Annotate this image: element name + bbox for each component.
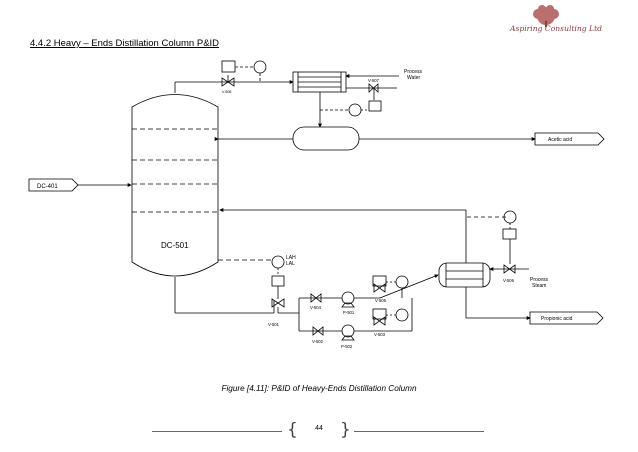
- footer-rule-right: [354, 431, 484, 432]
- lah-label: LAH: [286, 255, 296, 261]
- instrument-p502: [395, 308, 409, 322]
- section-heading: 4.4.2 Heavy – Ends Distillation Column P…: [30, 38, 220, 49]
- process-water-label-1: Process: [404, 69, 423, 75]
- valve-v508: [221, 60, 236, 87]
- valve-v504-label: V-504: [310, 305, 322, 310]
- valve-v505: [372, 275, 387, 293]
- instrument-top: [253, 60, 267, 74]
- valve-v504: [310, 293, 322, 303]
- column-label: DC-501: [161, 241, 189, 250]
- process-steam-label-1: Process: [530, 277, 549, 283]
- process-steam-label-2: Steam: [532, 283, 546, 289]
- footer-rule-left: [152, 431, 282, 432]
- propionic-acid-arrow: [529, 311, 604, 325]
- figure-caption: Figure [4.11]: P&ID of Heavy-Ends Distil…: [221, 384, 417, 393]
- level-instrument: [271, 255, 285, 269]
- valve-v502-label: V-502: [312, 339, 324, 344]
- valve-v501: [271, 298, 285, 308]
- valve-v506-label: V-506: [503, 278, 515, 283]
- valve-v503: [372, 308, 387, 326]
- valve-v502: [312, 326, 324, 336]
- process-water-label-2: Water: [407, 75, 420, 81]
- valve-v507-label: V-507: [368, 78, 380, 83]
- valve-v501-label: V-501: [268, 322, 280, 327]
- valve-v508-label: V-508: [222, 90, 231, 94]
- feed-arrow-box: [28, 178, 79, 192]
- acetic-acid-arrow: [534, 132, 605, 146]
- pump-p502-label: P-502: [341, 344, 353, 349]
- instrument-p501: [395, 275, 409, 289]
- acetic-acid-label: Acetic acid: [548, 137, 572, 143]
- propionic-acid-label: Propionic acid: [541, 316, 573, 322]
- footer-brace-right: }: [340, 420, 351, 440]
- lal-label: LAL: [286, 261, 295, 267]
- reflux-drum: [292, 126, 360, 151]
- page-number: 44: [315, 425, 323, 432]
- instrument-water: [348, 103, 362, 117]
- footer-brace-left: {: [287, 420, 298, 440]
- valve-v503-label: V-503: [374, 332, 386, 337]
- pump-p501-label: P-501: [343, 310, 355, 315]
- feed-label: DC-401: [37, 184, 58, 190]
- pump-p501: [341, 291, 355, 308]
- reboiler: [438, 262, 491, 288]
- distillation-column: [131, 94, 219, 277]
- logo-text: Aspiring Consulting Ltd: [510, 24, 602, 33]
- condenser: [292, 71, 347, 93]
- company-logo: [533, 5, 559, 27]
- pump-p502: [341, 324, 355, 341]
- valve-v505-label: V-505: [375, 298, 387, 303]
- valve-v507: [368, 83, 382, 112]
- valve-v506: [503, 264, 516, 274]
